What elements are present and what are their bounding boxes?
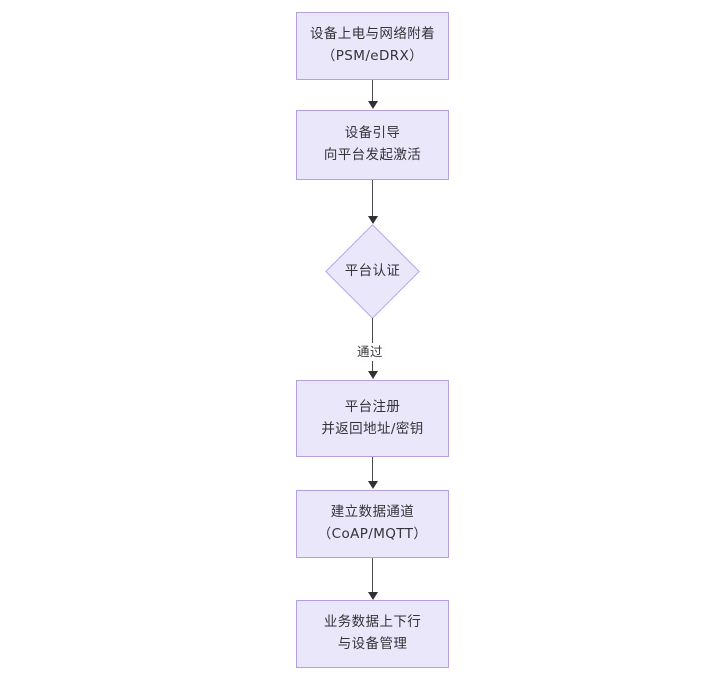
flow-edge-arrow-n4-n5 xyxy=(367,481,378,489)
flow-node-data-channel[interactable]: 建立数据通道 （CoAP/MQTT） xyxy=(296,490,449,558)
flow-edge-arrow-n3-n4 xyxy=(367,371,378,379)
flow-node-platform-registration[interactable]: 平台注册 并返回地址/密钥 xyxy=(296,380,449,457)
flow-edge-label-pass: 通过 xyxy=(354,343,387,361)
flow-node-platform-authentication[interactable]: 平台认证 xyxy=(325,224,420,319)
flow-edge-line-n4-n5 xyxy=(372,457,374,483)
flow-edge-arrow-n2-n3 xyxy=(367,216,378,224)
flow-node-label: 建立数据通道 （CoAP/MQTT） xyxy=(317,504,428,542)
flow-edge-line-n5-n6 xyxy=(372,558,374,594)
flow-node-device-bootstrap[interactable]: 设备引导 向平台发起激活 xyxy=(296,110,449,180)
flow-edge-arrow-n5-n6 xyxy=(367,592,378,600)
flow-node-label: 设备上电与网络附着 （PSM/eDRX） xyxy=(309,26,436,64)
flow-node-device-power-on[interactable]: 设备上电与网络附着 （PSM/eDRX） xyxy=(296,12,449,80)
flow-node-label: 平台注册 并返回地址/密钥 xyxy=(321,398,424,437)
flow-node-label: 业务数据上下行 与设备管理 xyxy=(323,614,422,652)
flow-edge-line-n2-n3 xyxy=(372,180,374,218)
flow-node-label: 设备引导 向平台发起激活 xyxy=(323,125,422,163)
flow-edge-arrow-n1-n2 xyxy=(367,101,378,109)
flow-node-label: 平台认证 xyxy=(344,262,401,279)
flow-edge-line-n1-n2 xyxy=(372,80,374,103)
flow-node-business-data[interactable]: 业务数据上下行 与设备管理 xyxy=(296,600,449,668)
